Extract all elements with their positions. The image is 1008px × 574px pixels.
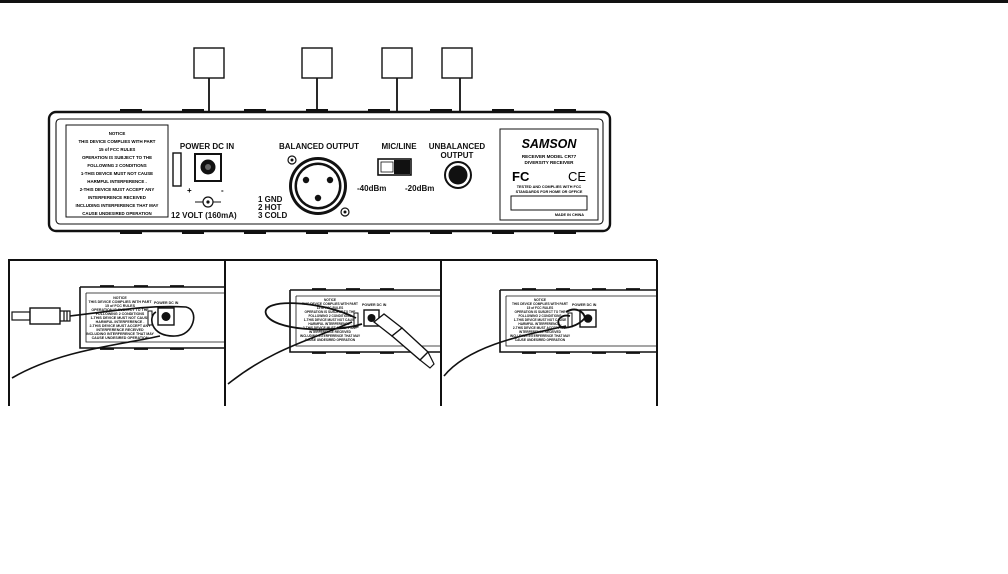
svg-text:INTERFERENCE RECEIVED: INTERFERENCE RECEIVED xyxy=(96,328,144,332)
step-1-insert-plug: NOTICE THIS DEVICE COMPLIES WITH PART 15… xyxy=(11,285,224,379)
cable-clip-slot xyxy=(172,152,182,187)
callout-box-2 xyxy=(301,47,333,79)
svg-text:THIS DEVICE COMPLIES WITH PART: THIS DEVICE COMPLIES WITH PART xyxy=(302,302,358,306)
svg-text:2 HOT: 2 HOT xyxy=(258,203,282,212)
tested-line-2: STANDARDS FOR HOME OR OFFICE xyxy=(516,190,583,194)
svg-text:CAUSE UNDESIRED OPERATION: CAUSE UNDESIRED OPERATION xyxy=(515,338,566,342)
serial-label-area xyxy=(510,195,588,211)
svg-text:POWER DC IN: POWER DC IN xyxy=(154,301,179,305)
callout-box-3 xyxy=(381,47,413,79)
model-line: RECEIVER MODEL CR77 xyxy=(522,154,577,159)
svg-text:HARMFUL INTERFERENCE .: HARMFUL INTERFERENCE . xyxy=(87,179,146,184)
mic-line-label: MIC/LINE xyxy=(381,142,417,151)
cable-routing-steps: NOTICE THIS DEVICE COMPLIES WITH PART 15… xyxy=(8,259,658,406)
svg-text:CAUSE UNDESIRED OPERATION: CAUSE UNDESIRED OPERATION xyxy=(305,338,356,342)
callout-box-1 xyxy=(193,47,225,79)
polarity-symbol: + - xyxy=(187,186,224,208)
svg-text:INCLUDING INTERFERENCE THAT MA: INCLUDING INTERFERENCE THAT MAY xyxy=(76,203,159,208)
svg-text:FOLLOWING 2 CONDITIONS: FOLLOWING 2 CONDITIONS xyxy=(308,314,351,318)
svg-text:3 COLD: 3 COLD xyxy=(258,211,288,220)
step-2-wrap-cable: NOTICE THIS DEVICE COMPLIES WITH PART 15… xyxy=(227,288,440,385)
model-info-box xyxy=(499,128,599,221)
svg-text:2-THIS DEVICE MUST ACCEPT ANY: 2-THIS DEVICE MUST ACCEPT ANY xyxy=(80,187,155,192)
svg-text:NOTICE: NOTICE xyxy=(534,298,546,302)
svg-text:NOTICE: NOTICE xyxy=(109,131,126,136)
svg-text:1 GND: 1 GND xyxy=(258,195,283,204)
fcc-notice-box xyxy=(65,124,169,218)
voltage-label: 12 VOLT (160mA) xyxy=(171,211,237,220)
power-dc-in-label: POWER DC IN xyxy=(180,142,234,151)
made-in-label: MADE IN CHINA xyxy=(555,213,584,217)
svg-text:INCLUDING INTERFERENCE THAT MA: INCLUDING INTERFERENCE THAT MAY xyxy=(86,332,154,336)
svg-text:15 of FCC RULES: 15 of FCC RULES xyxy=(99,147,136,152)
xlr-connector xyxy=(287,155,350,217)
svg-text:2-THIS DEVICE MUST ACCEPT ANY: 2-THIS DEVICE MUST ACCEPT ANY xyxy=(513,326,568,330)
unbalanced-output-label-2: OUTPUT xyxy=(441,151,474,160)
level-minus20-label: -20dBm xyxy=(405,184,434,193)
svg-text:POWER DC IN: POWER DC IN xyxy=(362,303,387,307)
ce-mark: CE xyxy=(568,169,586,184)
svg-text:1-THIS DEVICE MUST NOT CAUSE: 1-THIS DEVICE MUST NOT CAUSE xyxy=(81,171,153,176)
svg-text:THIS DEVICE COMPLIES WITH PART: THIS DEVICE COMPLIES WITH PART xyxy=(78,139,155,144)
callout-box-4 xyxy=(441,47,473,79)
svg-text:FOLLOWING 2 CONDITIONS: FOLLOWING 2 CONDITIONS xyxy=(96,312,145,316)
svg-text:NOTICE: NOTICE xyxy=(324,298,336,302)
svg-text:HARMFUL INTERFERENCE .: HARMFUL INTERFERENCE . xyxy=(518,322,561,326)
samson-logo: SAMSON xyxy=(522,137,578,151)
svg-text:HARMFUL INTERFERENCE .: HARMFUL INTERFERENCE . xyxy=(96,320,145,324)
svg-text:+: + xyxy=(187,186,192,195)
step-3-plug-secured: NOTICE THIS DEVICE COMPLIES WITH PART 15… xyxy=(443,288,656,377)
mic-line-switch xyxy=(377,158,412,176)
svg-text:OPERATION IS SUBJECT TO THE: OPERATION IS SUBJECT TO THE xyxy=(82,155,152,160)
fcc-notice-text: NOTICE THIS DEVICE COMPLIES WITH PART 15… xyxy=(76,131,159,216)
tested-line-1: TESTED AND COMPLIES WITH FCC xyxy=(517,185,582,189)
callout-group xyxy=(193,47,473,160)
svg-text:FOLLOWING 2 CONDITIONS: FOLLOWING 2 CONDITIONS xyxy=(87,163,146,168)
svg-text:FOLLOWING 2 CONDITIONS: FOLLOWING 2 CONDITIONS xyxy=(518,314,561,318)
svg-text:CAUSE UNDESIRED OPERATION: CAUSE UNDESIRED OPERATION xyxy=(92,336,149,340)
unbalanced-output-label-1: UNBALANCED xyxy=(429,142,486,151)
svg-text:1-THIS DEVICE MUST NOT CAUSE: 1-THIS DEVICE MUST NOT CAUSE xyxy=(304,318,356,322)
svg-text:THIS DEVICE COMPLIES WITH PART: THIS DEVICE COMPLIES WITH PART xyxy=(512,302,568,306)
svg-text:CAUSE UNDESIRED OPERATION: CAUSE UNDESIRED OPERATION xyxy=(82,211,151,216)
svg-text:INTERFERENCE RECEIVED: INTERFERENCE RECEIVED xyxy=(88,195,146,200)
svg-text:INCLUDING INTERFERENCE THAT MA: INCLUDING INTERFERENCE THAT MAY xyxy=(300,334,361,338)
svg-text:2-THIS DEVICE MUST ACCEPT ANY: 2-THIS DEVICE MUST ACCEPT ANY xyxy=(89,324,151,328)
level-minus40-label: -40dBm xyxy=(357,184,386,193)
fcc-mark: FC xyxy=(512,169,530,184)
svg-text:THIS DEVICE COMPLIES WITH PART: THIS DEVICE COMPLIES WITH PART xyxy=(88,300,152,304)
svg-text:OPERATION IS SUBJECT TO THE: OPERATION IS SUBJECT TO THE xyxy=(305,310,356,314)
svg-text:NOTICE: NOTICE xyxy=(113,296,127,300)
svg-text:INCLUDING INTERFERENCE THAT MA: INCLUDING INTERFERENCE THAT MAY xyxy=(510,334,571,338)
svg-text:1-THIS DEVICE MUST NOT CAUSE: 1-THIS DEVICE MUST NOT CAUSE xyxy=(514,318,566,322)
xlr-pin-legend: 1 GND 2 HOT 3 COLD xyxy=(258,195,288,220)
rear-panel: NOTICE THIS DEVICE COMPLIES WITH PART 15… xyxy=(47,109,612,234)
svg-text:OPERATION IS SUBJECT TO THE: OPERATION IS SUBJECT TO THE xyxy=(515,310,566,314)
unbalanced-jack xyxy=(444,161,472,189)
svg-text:2-THIS DEVICE MUST ACCEPT ANY: 2-THIS DEVICE MUST ACCEPT ANY xyxy=(303,326,358,330)
svg-text:HARMFUL INTERFERENCE .: HARMFUL INTERFERENCE . xyxy=(308,322,351,326)
svg-text:1-THIS DEVICE MUST NOT CAUSE: 1-THIS DEVICE MUST NOT CAUSE xyxy=(90,316,150,320)
svg-text:15 of FCC RULES: 15 of FCC RULES xyxy=(527,306,554,310)
svg-text:INTERFERENCE RECEIVED: INTERFERENCE RECEIVED xyxy=(309,330,352,334)
balanced-output-label: BALANCED OUTPUT xyxy=(279,142,359,151)
svg-text:POWER DC IN: POWER DC IN xyxy=(572,303,597,307)
top-rule xyxy=(0,0,1008,3)
svg-text:-: - xyxy=(221,186,224,195)
model-sub: DIVERSITY RECEIVER xyxy=(525,160,575,165)
svg-text:15 of FCC RULES: 15 of FCC RULES xyxy=(105,304,136,308)
